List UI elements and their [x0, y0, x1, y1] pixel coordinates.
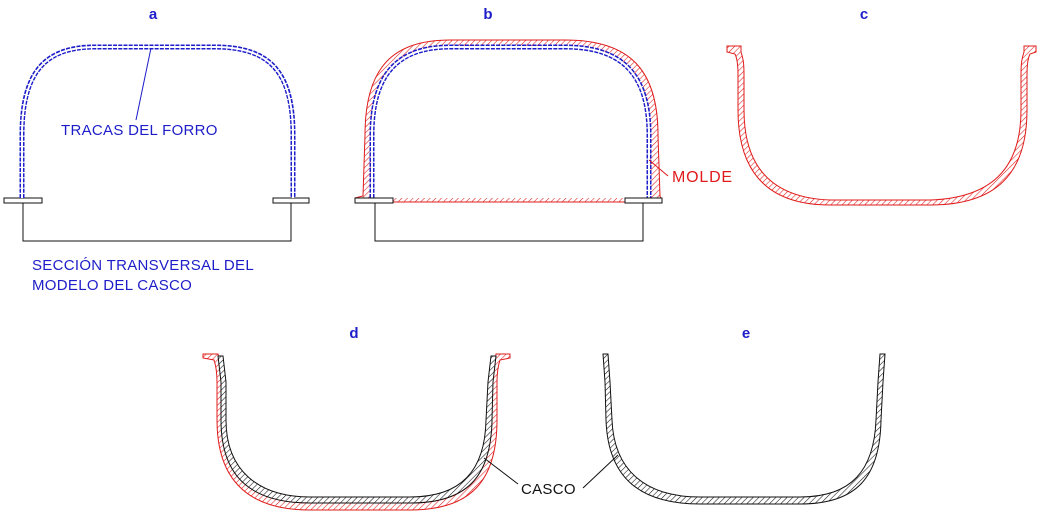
panel-label-b: b	[483, 6, 493, 23]
panel-d-hull	[217, 355, 497, 504]
panel-b-drawing	[354, 39, 669, 242]
panel-b-leader	[648, 159, 669, 177]
panel-d-leader	[483, 457, 519, 485]
panel-label-a: a	[148, 6, 158, 23]
molde-label: MOLDE	[670, 167, 735, 189]
panel-a-right-foot	[272, 197, 310, 204]
tracas-label: TRACAS DEL FORRO	[59, 121, 220, 142]
panel-b-baseboard	[374, 203, 644, 242]
panel-label-d: d	[349, 325, 359, 342]
panel-c-mold	[726, 45, 1037, 206]
panel-label-c: c	[859, 6, 869, 23]
panel-b-right-foot	[624, 197, 663, 204]
panel-a-baseboard	[22, 203, 292, 242]
panel-e-hull	[602, 353, 886, 505]
panel-a-drawing	[3, 44, 310, 242]
seccion-label: SECCIÓN TRANSVERSAL DEL MODELO DEL CASCO	[32, 256, 254, 297]
panel-c-drawing	[726, 45, 1037, 206]
seccion-line-2: MODELO DEL CASCO	[32, 277, 193, 295]
panel-a-left-foot	[3, 197, 43, 204]
panel-e-drawing	[582, 353, 886, 505]
panel-label-e: e	[741, 325, 751, 342]
casco-label: CASCO	[519, 480, 578, 501]
panel-d-drawing	[202, 353, 519, 511]
seccion-line-1: SECCIÓN TRANSVERSAL DEL	[32, 257, 254, 274]
panel-e-leader	[582, 454, 619, 489]
panel-a-leader	[135, 47, 152, 121]
panel-b-left-foot	[354, 197, 394, 204]
